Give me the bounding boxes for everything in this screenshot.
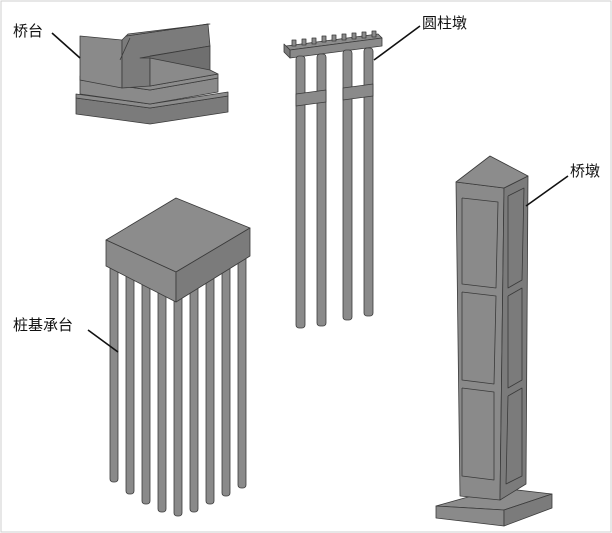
label-pile-cap: 桩基承台 <box>13 316 73 334</box>
label-pile-cap-group: 桩基承台 <box>13 316 119 353</box>
label-column-pier-group: 圆柱墩 <box>373 14 467 61</box>
label-pier: 桥墩 <box>570 162 600 180</box>
column-pier <box>283 30 383 329</box>
label-column-pier: 圆柱墩 <box>422 14 467 32</box>
label-abutment: 桥台 <box>13 22 43 40</box>
label-pier-group: 桥墩 <box>525 162 600 207</box>
label-abutment-group: 桥台 <box>13 22 81 59</box>
leader-pier <box>525 175 569 207</box>
pile-cap <box>105 197 251 517</box>
leader-pile-cap <box>87 329 119 353</box>
leader-column-pier <box>373 25 421 61</box>
leader-abutment <box>51 32 81 59</box>
abutment <box>75 23 229 125</box>
bridge-pier <box>435 155 553 527</box>
